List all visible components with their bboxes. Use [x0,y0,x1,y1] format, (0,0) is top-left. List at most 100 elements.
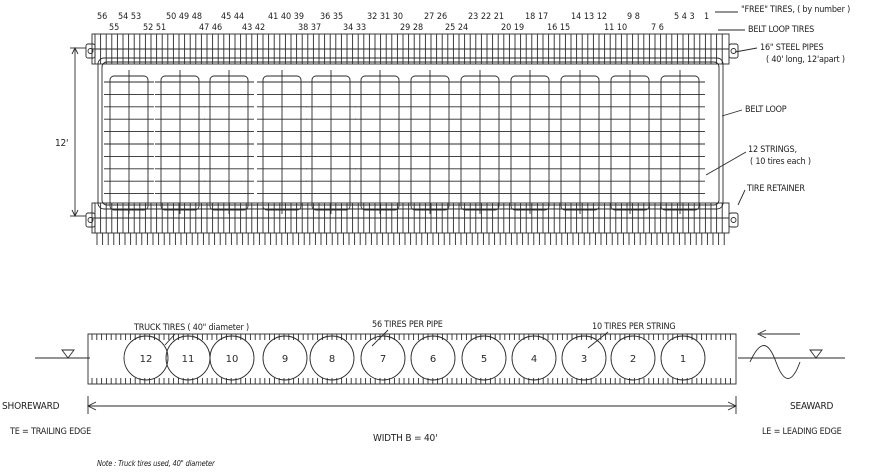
belt-loop-outline [97,57,724,210]
free-tire-number-group: 9 8 [627,12,640,22]
tire-string-number: 3 [581,354,587,365]
steel-pipes-sublabel: ( 40' long, 12'apart ) [766,55,845,65]
leader-truck-tires [164,333,176,346]
tire-string [155,70,205,214]
section-tire-band [87,333,737,385]
tire-string [204,70,254,214]
tires-per-string-label: 10 TIRES PER STRING [592,322,676,332]
tire-string-number: 7 [380,354,386,365]
free-tire-number-group: 47 46 [199,23,223,33]
tire-string [605,70,655,214]
strings-label: 12 STRINGS, [748,145,797,155]
tire-string [505,70,555,214]
truck-tire-circle [209,335,255,381]
tire-string-number: 1 [680,354,686,365]
steel-pipes-label: 16" STEEL PIPES [760,43,824,53]
free-tire-number-group: 36 35 [320,12,344,22]
tire-string-number: 11 [182,354,195,365]
truck-tire-circle [660,335,706,381]
free-tire-number-group: 55 [109,23,120,33]
pipe-end-cap [85,212,96,228]
tire-string [355,70,405,214]
free-tire-number-group: 11 10 [604,23,628,33]
leader-tires-per-string [587,331,609,349]
water-level-symbol [61,349,75,359]
tire-string [257,70,307,214]
truck-tire-circle [610,335,656,381]
free-tire-number-group: 54 53 [118,12,142,22]
free-tire-number-group: 32 31 30 [367,12,404,22]
free-tire-number-group: 18 17 [525,12,549,22]
tire-string-number: 9 [282,354,288,365]
belt-loop-inner [101,61,720,206]
free-tire-number-group: 5 4 3 [674,12,695,22]
width-label: WIDTH B = 40' [373,433,438,444]
free-tires-label: "FREE" TIRES, ( by number ) [741,5,851,15]
free-tire-number-group: 23 22 21 [468,12,505,22]
truck-tire-circle [410,335,456,381]
pipe-end-bolt [87,217,94,223]
tires-per-pipe-label: 56 TIRES PER PIPE [372,320,443,330]
pipe-end-bolt [730,48,737,54]
pipe-end-cap [728,43,739,59]
leader-steel-pipes [734,47,758,53]
tire-string-number: 12 [140,354,153,365]
leader-belt-loop [721,109,743,117]
bottom-fringe-ticks [96,233,725,245]
free-tire-number-group: 27 26 [424,12,448,22]
tire-string [455,70,505,214]
trailing-edge-label: TE = TRAILING EDGE [10,427,92,437]
truck-tire-circle [511,335,557,381]
shoreward-label: SHOREWARD [2,401,60,412]
width-arrowhead-left [86,401,97,411]
wave-symbol [749,345,801,379]
tire-string-number: 8 [329,354,335,365]
pipe-end-bolt [87,48,94,54]
note-label: Note : Truck tires used, 40" diameter [97,459,215,468]
tire-string [655,70,705,214]
pipe-end-cap [728,212,739,228]
leader-tire-retainer [737,189,746,206]
free-tire-number-group: 29 28 [400,23,424,33]
free-tire-number-group: 45 44 [221,12,245,22]
truck-tire-circle [123,335,169,381]
belt-loop-tires-label: BELT LOOP TIRES [748,25,815,35]
tire-string [555,70,605,214]
free-tire-number-group: 52 51 [143,23,167,33]
width-arrowhead-right [727,401,738,411]
tire-retainer-label: TIRE RETAINER [747,184,805,194]
leader-strings [705,151,747,176]
tire-string-number: 10 [226,354,239,365]
pipe-end-bolt [730,217,737,223]
free-tire-number-group: 38 37 [298,23,322,33]
tire-string [104,70,154,214]
pipe-end-cap [85,43,96,59]
truck-tire-circle [360,335,406,381]
pipe-spacing-label: 12' [55,138,69,149]
free-tire-number-group: 43 42 [242,23,266,33]
free-tire-number-group: 14 13 12 [571,12,608,22]
free-tire-number-group: 7 6 [651,23,664,33]
wave-arrowhead [756,329,767,339]
free-tire-number-group: 41 40 39 [268,12,305,22]
free-tire-number-group: 16 15 [547,23,571,33]
truck-tire-circle [561,335,607,381]
strings-sublabel: ( 10 tires each ) [750,157,811,167]
truck-tire-circle [262,335,308,381]
free-tire-number-group: 1 [704,12,710,22]
plan-view [70,11,758,245]
tire-string-number: 6 [430,354,436,365]
tire-string-number: 5 [481,354,487,365]
truck-tire-circle [461,335,507,381]
leading-edge-label: LE = LEADING EDGE [762,427,842,437]
tire-string-number: 4 [531,354,537,365]
belt-loop-label: BELT LOOP [745,105,787,115]
truck-tire-circle [309,335,355,381]
leader-tires-per-pipe [371,329,389,347]
tire-string [306,70,356,214]
seaward-label: SEAWARD [790,401,834,412]
truck-tires-label: TRUCK TIRES ( 40" diameter ) [134,323,249,333]
free-tire-number-group: 34 33 [343,23,367,33]
